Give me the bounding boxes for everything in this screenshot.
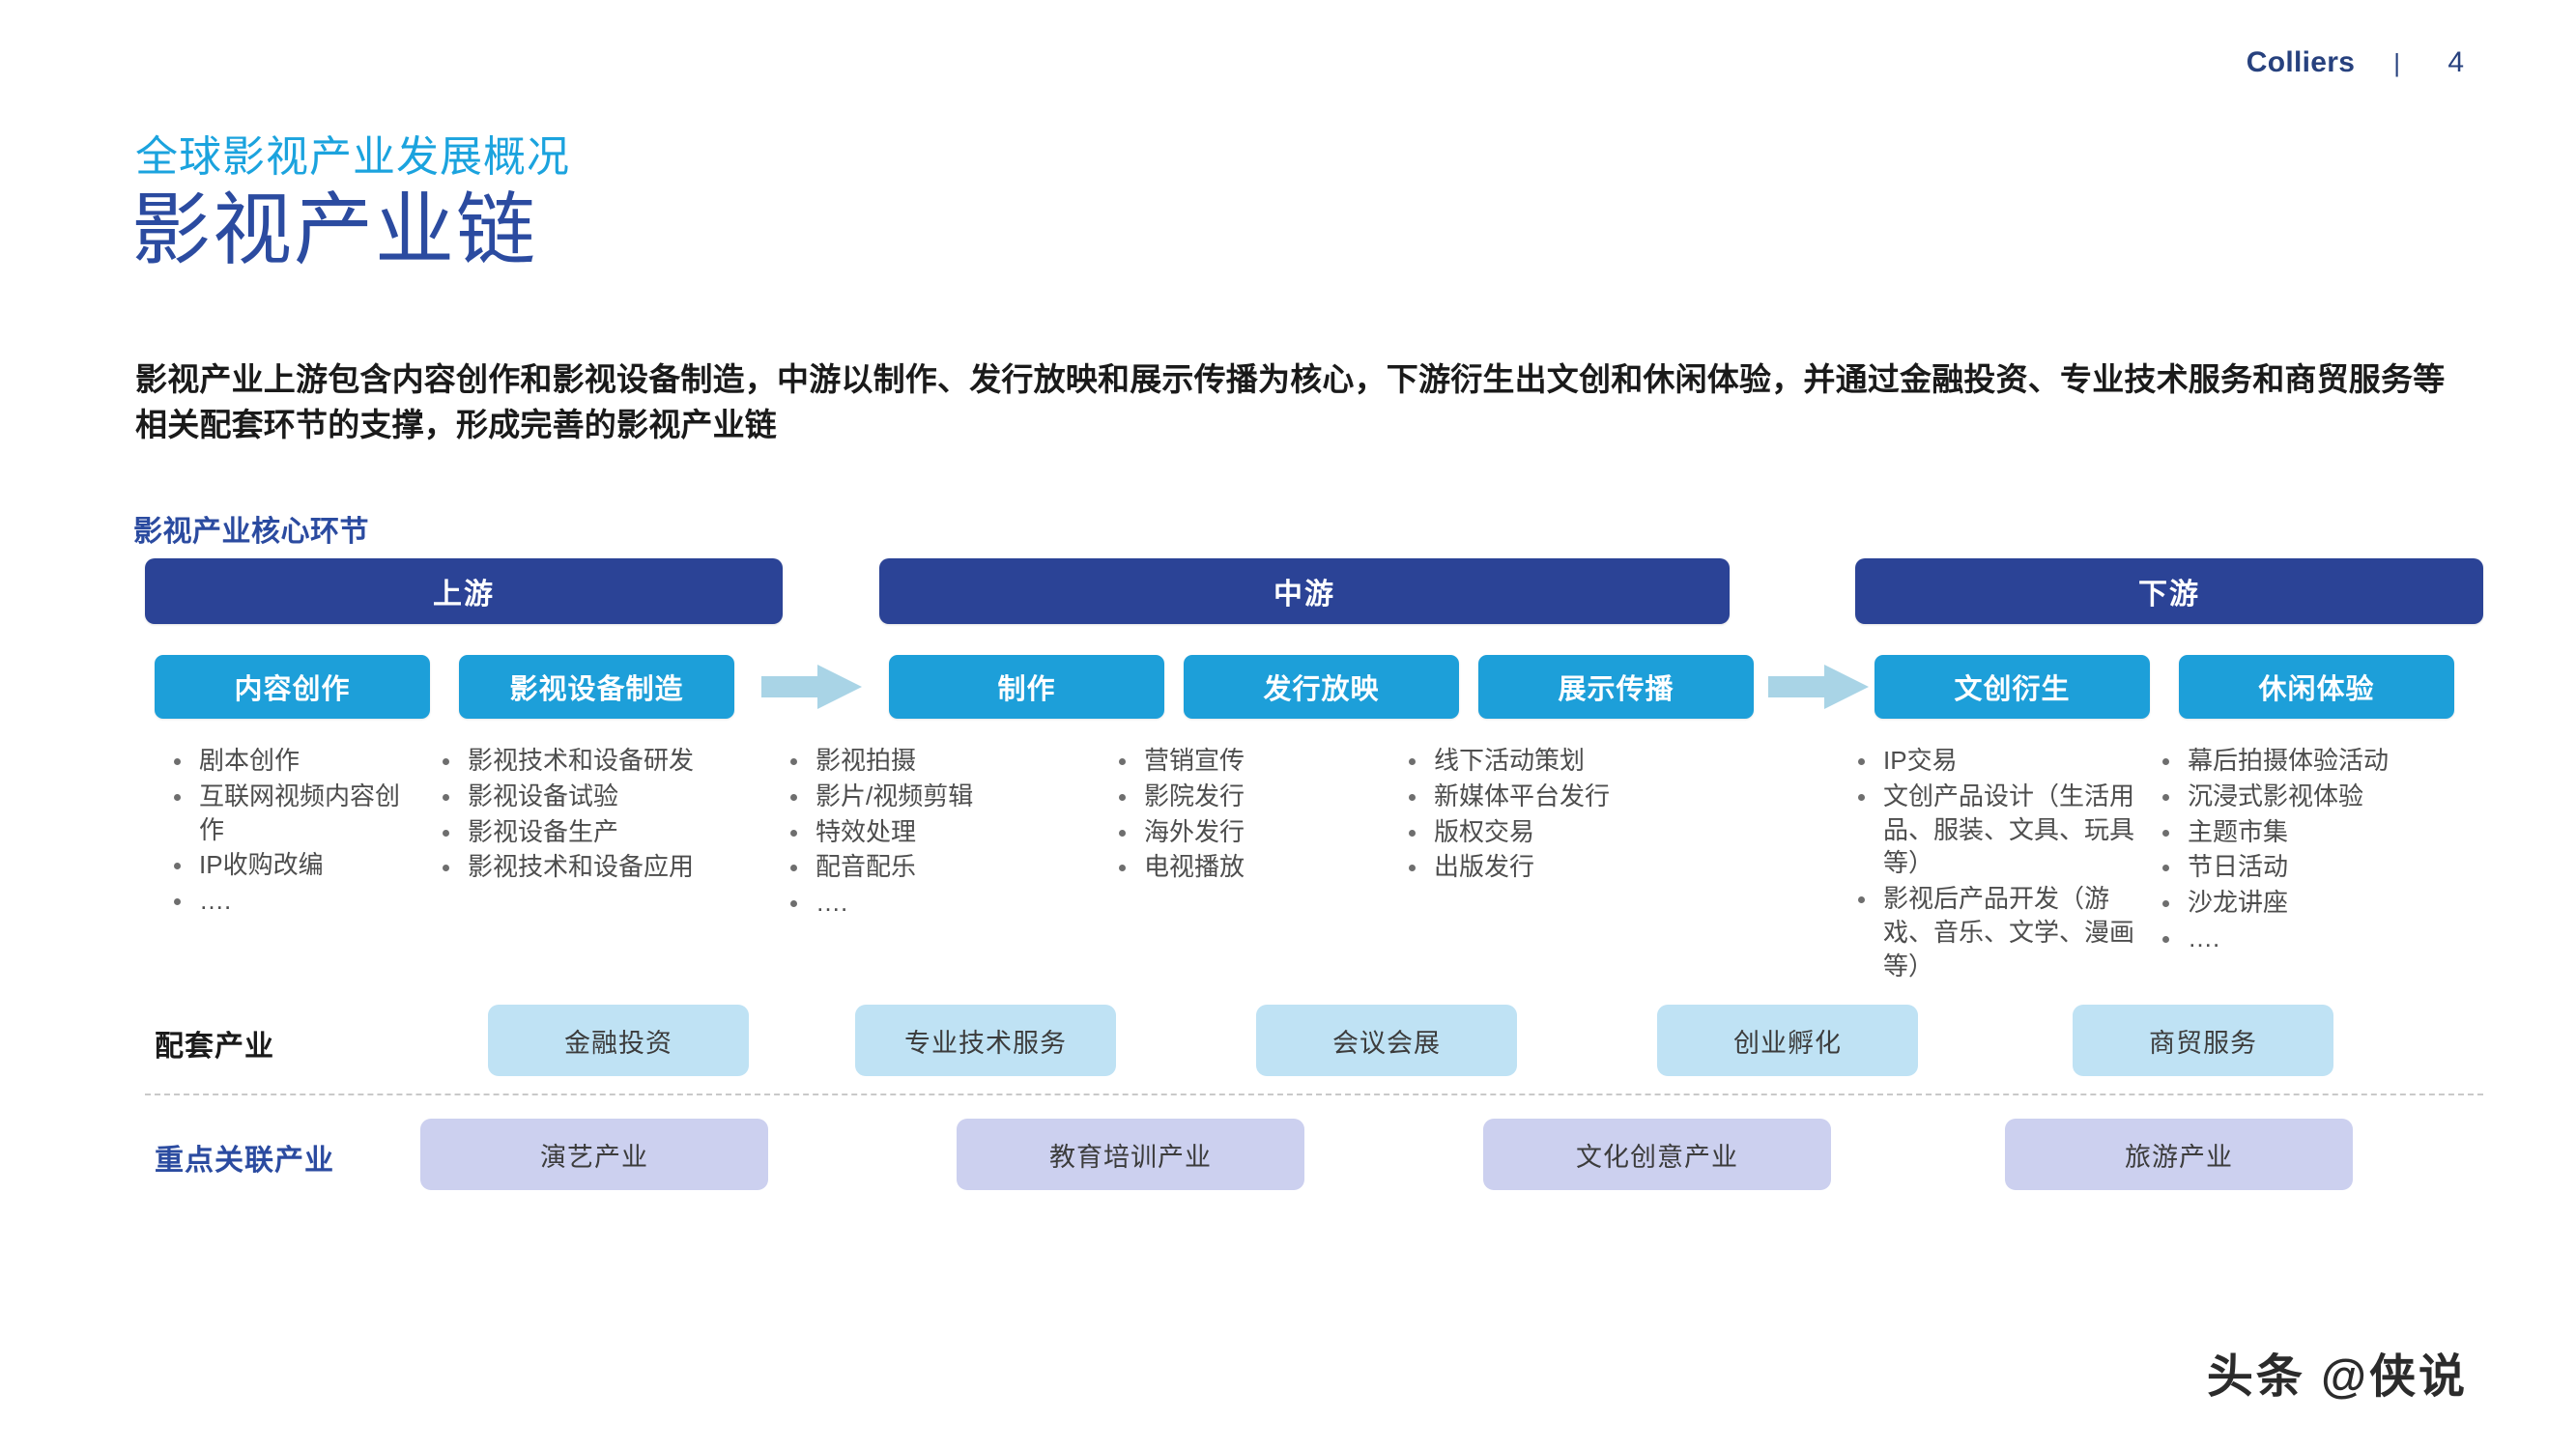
node-equipment-manufacturing: 影视设备制造	[459, 655, 734, 719]
list-item: ….	[783, 886, 1044, 920]
bullet-column-content-creation: 剧本创作 互联网视频内容创作 IP收购改编 ….	[166, 744, 422, 920]
list-item: 影视技术和设备研发	[435, 744, 701, 778]
list-item: 沉浸式影视体验	[2155, 780, 2493, 813]
bullet-column-equipment-manufacturing: 影视技术和设备研发 影视设备试验 影视设备生产 影视技术和设备应用	[435, 744, 701, 886]
support-industries-label: 配套产业	[155, 1031, 274, 1063]
stage-bar-upstream: 上游	[145, 558, 783, 624]
header-separator: |	[2393, 47, 2400, 77]
list-item: IP收购改编	[166, 848, 422, 882]
list-item: ….	[2155, 922, 2493, 955]
support-industries-row: 配套产业 金融投资 专业技术服务 会议会展 创业孵化 商贸服务	[145, 1005, 2483, 1076]
node-distribution-screening: 发行放映	[1184, 655, 1459, 719]
list-item: 特效处理	[783, 815, 1044, 849]
support-chip-startup-incubation: 创业孵化	[1657, 1005, 1918, 1076]
list-item: 线下活动策划	[1401, 744, 1691, 778]
stage-bar-downstream: 下游	[1855, 558, 2483, 624]
list-item: 影视设备试验	[435, 780, 701, 813]
bullet-column-cultural-derivatives: IP交易 文创产品设计（生活用品、服装、文具、玩具等） 影视后产品开发（游戏、音…	[1850, 744, 2140, 985]
page-number: 4	[2447, 46, 2464, 78]
section-eyebrow: 全球影视产业发展概况	[135, 133, 570, 181]
support-chip-financial-investment: 金融投资	[488, 1005, 749, 1076]
list-item: 影视拍摄	[783, 744, 1044, 778]
bullet-column-production: 影视拍摄 影片/视频剪辑 特效处理 配音配乐 ….	[783, 744, 1044, 922]
list-item: 文创产品设计（生活用品、服装、文具、玩具等）	[1850, 780, 2140, 880]
list-item: 版权交易	[1401, 815, 1691, 849]
list-item: 影视设备生产	[435, 815, 701, 849]
related-chip-cultural-creative: 文化创意产业	[1483, 1119, 1831, 1190]
list-item: 影院发行	[1111, 780, 1367, 813]
row-divider	[145, 1094, 2483, 1095]
flow-arrow-icon-2	[1768, 665, 1869, 709]
related-industries-row: 重点关联产业 演艺产业 教育培训产业 文化创意产业 旅游产业	[145, 1119, 2483, 1190]
list-item: 剧本创作	[166, 744, 422, 778]
bullet-column-leisure-experience: 幕后拍摄体验活动 沉浸式影视体验 主题市集 节日活动 沙龙讲座 ….	[2155, 744, 2493, 957]
bullet-column-exhibition-communication: 线下活动策划 新媒体平台发行 版权交易 出版发行	[1401, 744, 1691, 886]
node-exhibition-communication: 展示传播	[1478, 655, 1754, 719]
support-chip-conference-exhibition: 会议会展	[1256, 1005, 1517, 1076]
list-item: 幕后拍摄体验活动	[2155, 744, 2493, 778]
related-chip-tourism: 旅游产业	[2005, 1119, 2353, 1190]
list-item: 营销宣传	[1111, 744, 1367, 778]
watermark: 头条 @侠说	[2206, 1351, 2468, 1403]
flow-arrow-icon-1	[761, 665, 862, 709]
list-item: 海外发行	[1111, 815, 1367, 849]
bullet-column-distribution-screening: 营销宣传 影院发行 海外发行 电视播放	[1111, 744, 1367, 886]
related-chip-performing-arts: 演艺产业	[420, 1119, 768, 1190]
list-item: 影视技术和设备应用	[435, 850, 701, 884]
support-chip-trade-services: 商贸服务	[2073, 1005, 2333, 1076]
node-row: 内容创作 影视设备制造 制作 发行放映 展示传播 文创衍生 休闲体验	[145, 655, 2483, 719]
support-chip-professional-tech-services: 专业技术服务	[855, 1005, 1116, 1076]
brand-logo: Colliers	[2246, 46, 2356, 78]
stage-bar-midstream: 中游	[879, 558, 1730, 624]
node-content-creation: 内容创作	[155, 655, 430, 719]
list-item: 影视后产品开发（游戏、音乐、文学、漫画等）	[1850, 882, 2140, 982]
list-item: 节日活动	[2155, 850, 2493, 884]
page-header: Colliers | 4	[2247, 46, 2464, 79]
stage-bar-row: 上游 中游 下游	[145, 558, 2483, 624]
list-item: 影片/视频剪辑	[783, 780, 1044, 813]
list-item: 沙龙讲座	[2155, 886, 2493, 920]
node-leisure-experience: 休闲体验	[2179, 655, 2454, 719]
list-item: 出版发行	[1401, 850, 1691, 884]
list-item: 互联网视频内容创作	[166, 780, 422, 847]
page-title: 影视产业链	[131, 186, 538, 274]
summary-paragraph: 影视产业上游包含内容创作和影视设备制造，中游以制作、发行放映和展示传播为核心，下…	[135, 361, 2446, 442]
bullet-columns: 剧本创作 互联网视频内容创作 IP收购改编 …. 影视技术和设备研发 影视设备试…	[145, 744, 2483, 995]
list-item: 新媒体平台发行	[1401, 780, 1691, 813]
list-item: IP交易	[1850, 744, 2140, 778]
list-item: ….	[166, 884, 422, 918]
list-item: 电视播放	[1111, 850, 1367, 884]
value-chain-diagram: 上游 中游 下游 内容创作 影视设备制造 制作 发行放映 展示传播 文创衍生 休…	[145, 558, 2483, 1190]
list-item: 配音配乐	[783, 850, 1044, 884]
diagram-section-label: 影视产业核心环节	[133, 516, 369, 548]
node-cultural-derivatives: 文创衍生	[1875, 655, 2150, 719]
list-item: 主题市集	[2155, 815, 2493, 849]
related-industries-label: 重点关联产业	[155, 1145, 334, 1177]
related-chip-education-training: 教育培训产业	[957, 1119, 1304, 1190]
node-production: 制作	[889, 655, 1164, 719]
